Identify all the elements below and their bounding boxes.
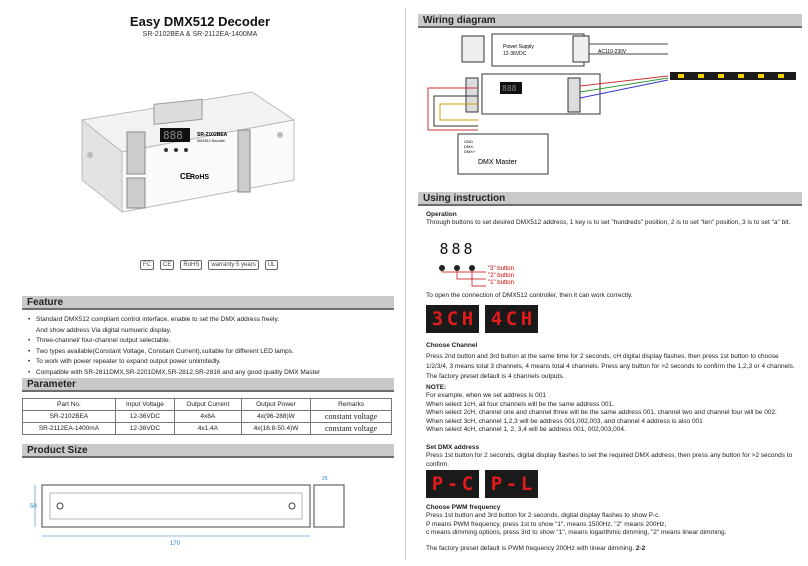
table-cell: SR-2112EA-1400mA xyxy=(22,422,116,435)
note-title: NOTE: xyxy=(426,384,447,391)
pwm-line: P means PWM frequency, press 1st to show… xyxy=(426,520,667,528)
list-item: Two types available(Constant Voltage, Co… xyxy=(28,347,398,358)
svg-text:DMX Master: DMX Master xyxy=(478,159,518,166)
operation-title: Operation xyxy=(426,211,457,218)
column-header: Input Voltage xyxy=(114,398,175,411)
display-digit: 8 xyxy=(451,240,461,258)
pwm-line: Press 1st button and 3rd button for 2 se… xyxy=(426,512,661,519)
pwm-line: c means dimming options, press 3rd to sh… xyxy=(426,529,727,536)
table-cell: 4x8A xyxy=(173,410,242,423)
dmx-address-title: Set DMX address xyxy=(426,444,480,451)
left-column: Easy DMX512 Decoder SR-2102BEA & SR-2112… xyxy=(0,0,400,566)
page-subtitle: SR-2102BEA & SR-2112EA-1400MA xyxy=(142,31,258,38)
product-image: 888 SR-2102BEA DMX512 Decoder CE RoHS xyxy=(80,91,296,214)
svg-text:GND: GND xyxy=(464,139,473,144)
table-row: SR-2102BEA 12-36VDC 4x8A 4x(96-288)W con… xyxy=(22,410,392,423)
rohs-logo: RoHS xyxy=(180,260,203,270)
table-cell: SR-2102BEA xyxy=(22,410,116,423)
svg-text:DMX-: DMX- xyxy=(464,144,475,149)
factory-default-text: The factory preset default is PWM freque… xyxy=(426,545,800,554)
connect-text: To open the connection of DMX512 control… xyxy=(426,292,633,299)
svg-text:CE: CE xyxy=(180,172,192,181)
table-cell: 4x1.4A xyxy=(173,422,242,435)
svg-text:888: 888 xyxy=(502,84,517,93)
table-row: SR-2112EA-1400mA 12-36VDC 4x1.4A 4x(16.8… xyxy=(22,422,392,435)
operation-text: Through buttons to set desired DMX512 ad… xyxy=(426,219,791,226)
display-digit: 8 xyxy=(439,240,449,258)
table-cell: 4x(96-288)W xyxy=(240,410,312,423)
section-header-wiring: Wiring diagram xyxy=(418,14,802,28)
choose-channel-text: Press 2nd button and 3rd button at the s… xyxy=(426,353,795,380)
table-cell: 12-36VDC xyxy=(114,422,175,435)
section-header-parameter: Parameter xyxy=(22,378,394,392)
display-pl: P-L xyxy=(485,470,538,498)
svg-text:AC110-230V: AC110-230V xyxy=(598,49,627,55)
table-cell: 12-36VDC xyxy=(114,410,175,423)
address-display: 8 8 8 xyxy=(434,238,478,261)
display-digit: 8 xyxy=(463,240,473,258)
svg-text:RoHS: RoHS xyxy=(190,174,209,181)
svg-text:DMX512 Decoder: DMX512 Decoder xyxy=(197,139,226,143)
page-number: 2-2 xyxy=(635,545,646,552)
pwm-block: Press 1st button and 3rd button for 2 se… xyxy=(426,512,800,538)
button-3-label: "3" button xyxy=(488,266,514,272)
button-1-label: "1" button xyxy=(488,280,514,286)
note-line: When select 1cH, all four channels will … xyxy=(426,400,614,408)
section-header-product-size: Product Size xyxy=(22,444,394,458)
list-item: To work with power repeater to expand ou… xyxy=(28,357,398,368)
note-line: When select 4cH, channel 1, 2, 3,4 will … xyxy=(426,426,626,433)
product-size-drawing: 50 170 25 xyxy=(30,476,345,547)
note-line: When select 2cH, channel one and channel… xyxy=(426,409,777,416)
table-cell: constant voltage xyxy=(310,422,392,435)
warranty-logo: warranty 5 years xyxy=(208,260,259,270)
svg-text:Power Supply: Power Supply xyxy=(503,44,534,50)
svg-text:170: 170 xyxy=(170,541,181,547)
svg-text:SR-2102BEA: SR-2102BEA xyxy=(197,132,228,138)
column-divider xyxy=(405,8,406,560)
list-item: Compatible with SR-2811DMX,SR-2201DMX,SR… xyxy=(28,368,398,379)
page-title: Easy DMX512 Decoder xyxy=(129,14,271,29)
note-line: When select 3cH, channel 1,2,3 will be a… xyxy=(426,417,703,425)
button-3-icon xyxy=(439,265,445,271)
svg-text:25: 25 xyxy=(322,476,328,482)
svg-text:DMX+: DMX+ xyxy=(464,149,476,154)
ce-logo: CE xyxy=(160,260,175,270)
factory-default-line: The factory preset default is PWM freque… xyxy=(426,545,635,552)
button-1-icon xyxy=(469,265,475,271)
button-2-label: "2" button xyxy=(488,273,514,279)
column-header: Remarks xyxy=(310,398,392,411)
table-cell: 4x(16.8-50.4)W xyxy=(240,422,312,435)
choose-channel-title: Choose Channel xyxy=(426,342,478,349)
column-header: Output Current xyxy=(173,398,242,411)
column-header: Output Power xyxy=(240,398,312,411)
dmx-address-text: Press 1st button for 2 seconds, digital … xyxy=(426,452,793,468)
list-item: Standard DMX512 compliant control interf… xyxy=(28,315,398,336)
column-header: Part No. xyxy=(22,398,116,411)
button-row xyxy=(439,265,486,287)
feature-list: Standard DMX512 compliant control interf… xyxy=(28,315,398,378)
wiring-diagram: Power Supply 12-36VDC AC110-230V 888 GND… xyxy=(427,33,796,175)
table-header-row: Part No. Input Voltage Output Current Ou… xyxy=(22,398,392,411)
pwm-title: Choose PWM frequency xyxy=(426,504,501,511)
list-item: Three-channel/ four-channel output selec… xyxy=(28,336,398,347)
section-header-feature: Feature xyxy=(22,296,394,310)
certification-logos: FC CE RoHS warranty 5 years UL xyxy=(140,255,300,275)
svg-text:888: 888 xyxy=(163,129,183,142)
ul-logo: UL xyxy=(264,260,279,270)
section-header-using: Using instruction xyxy=(418,192,802,206)
note-line: For example, when we set address is 001 xyxy=(426,392,546,399)
button-2-icon xyxy=(454,265,460,271)
table-cell: constant voltage xyxy=(310,410,392,423)
svg-text:50: 50 xyxy=(30,504,37,510)
note-block: For example, when we set address is 001 … xyxy=(426,392,800,435)
display-pc: P-C xyxy=(426,470,479,498)
svg-text:12-36VDC: 12-36VDC xyxy=(503,51,527,57)
parameter-table: Part No. Input Voltage Output Current Ou… xyxy=(22,398,392,435)
fc-logo: FC xyxy=(140,260,154,270)
pwm-displays: P-C P-L xyxy=(426,470,538,498)
